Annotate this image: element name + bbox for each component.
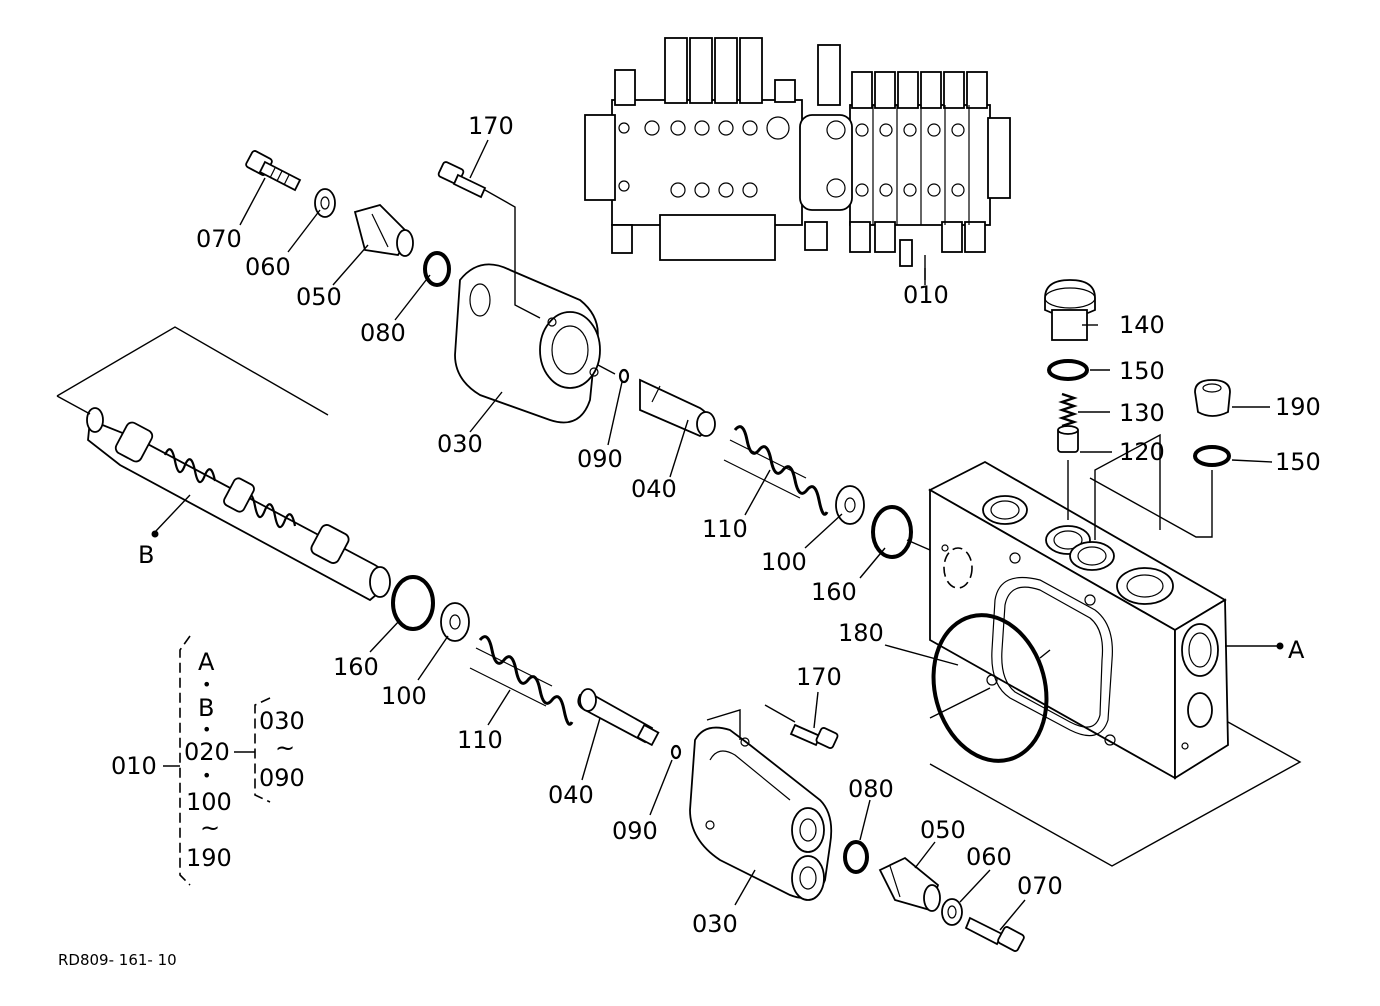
- callout-110-bottom: 110: [457, 726, 503, 754]
- legend-tilde-1: ~: [275, 734, 295, 762]
- leader-lines: [56, 139, 1302, 931]
- ref-point-a-dot: [1276, 642, 1284, 650]
- legend-b: B: [198, 694, 214, 722]
- o-ring-080-top: [423, 251, 451, 287]
- callout-060-top: 060: [245, 253, 291, 281]
- callout-100-bottom: 100: [381, 682, 427, 710]
- callout-170-top: 170: [468, 112, 514, 140]
- callout-050-top: 050: [296, 283, 342, 311]
- callout-040-bottom: 040: [548, 781, 594, 809]
- o-ring-150-lower: [1193, 445, 1231, 467]
- o-ring-080-bottom: [843, 840, 869, 874]
- valve-block: [928, 460, 1229, 780]
- callout-190: 190: [1275, 393, 1321, 421]
- plug-190: [1194, 379, 1231, 417]
- callout-040-top: 040: [631, 475, 677, 503]
- retainer-040-bottom: [577, 688, 660, 747]
- callout-labels: 170 070 060 050 080 030 090 040 110 100 …: [138, 112, 1321, 938]
- o-ring-160-bottom: [391, 575, 435, 631]
- parts-legend: 010 A • B • 020 • 100 ~ 190 030 ~ 090: [111, 635, 305, 886]
- legend-190: 190: [186, 844, 232, 872]
- legend-tilde-2: ~: [200, 814, 220, 842]
- callout-070-top: 070: [196, 225, 242, 253]
- callout-150-lower: 150: [1275, 448, 1321, 476]
- callout-070-bottom: 070: [1017, 872, 1063, 900]
- callout-150-upper: 150: [1119, 357, 1165, 385]
- washer-100-bottom: [440, 602, 470, 642]
- ref-point-b-dot: [151, 530, 159, 538]
- legend-100: 100: [186, 788, 232, 816]
- plug-050-bottom: [878, 856, 941, 912]
- callout-120: 120: [1119, 438, 1165, 466]
- callout-130: 130: [1119, 399, 1165, 427]
- bolt-170-bottom: [789, 723, 839, 749]
- callout-090-bottom: 090: [612, 817, 658, 845]
- callout-160-bottom: 160: [333, 653, 379, 681]
- legend-dot-1: •: [202, 675, 211, 694]
- spring-110-bottom: [469, 635, 574, 726]
- callout-080-bottom: 080: [848, 775, 894, 803]
- spring-130: [1058, 392, 1078, 428]
- drawing-code: RD809- 161- 10: [58, 951, 177, 969]
- snap-ring-090-bottom: [670, 744, 682, 760]
- ref-label-a: A: [1288, 636, 1305, 664]
- callout-060-bottom: 060: [966, 843, 1012, 871]
- spring-110-top: [723, 425, 829, 516]
- callout-030-bottom: 030: [692, 910, 738, 938]
- legend-090: 090: [259, 764, 305, 792]
- callout-090-top: 090: [577, 445, 623, 473]
- spool-b: [86, 407, 391, 602]
- legend-dot-3: •: [202, 766, 211, 785]
- washer-060-bottom: [941, 898, 963, 926]
- callout-160-top: 160: [811, 578, 857, 606]
- callout-140: 140: [1119, 311, 1165, 339]
- bolt-070-top: [245, 150, 302, 192]
- legend-a: A: [198, 648, 215, 676]
- o-ring-180: [931, 613, 1049, 763]
- legend-030: 030: [259, 707, 305, 735]
- control-valve-assembly: [584, 37, 1011, 280]
- cover-030-top: [454, 263, 601, 424]
- callout-030-top: 030: [437, 430, 483, 458]
- retainer-040-top: [639, 378, 716, 438]
- cover-030-bottom: [689, 726, 833, 901]
- callout-110-top: 110: [702, 515, 748, 543]
- callout-100-top: 100: [761, 548, 807, 576]
- bolt-170-top: [437, 161, 487, 199]
- legend-root-010: 010: [111, 752, 157, 780]
- o-ring-160-top: [871, 505, 913, 559]
- legend-020: 020: [184, 738, 230, 766]
- callout-170-bottom: 170: [796, 663, 842, 691]
- callout-050-bottom: 050: [920, 816, 966, 844]
- legend-dot-2: •: [202, 720, 211, 739]
- poppet-120: [1057, 425, 1079, 453]
- bolt-070-bottom: [964, 916, 1025, 952]
- callout-010-assembly: 010: [903, 281, 949, 309]
- washer-100-top: [835, 485, 865, 525]
- callout-180: 180: [838, 619, 884, 647]
- snap-ring-090-top: [618, 368, 630, 384]
- callout-080-top: 080: [360, 319, 406, 347]
- plug-050-top: [353, 203, 414, 257]
- ref-label-b: B: [138, 541, 154, 569]
- o-ring-150-upper: [1047, 359, 1089, 381]
- plug-140: [1044, 279, 1096, 341]
